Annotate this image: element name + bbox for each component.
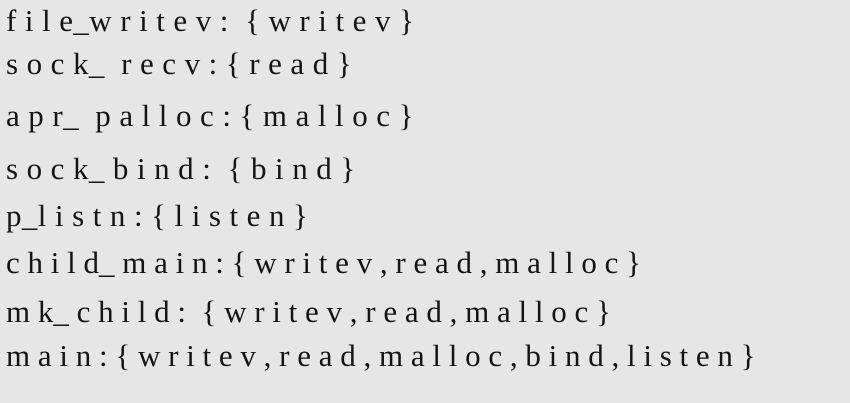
code-line-child-main: c h i l d_ m a i n : { w r i t e v , r e… (6, 245, 641, 280)
code-line-apr-palloc: a p r_ p a l l o c : { m a l l o c } (6, 98, 414, 133)
code-line-file-writev: f i l e_w r i t e v : { w r i t e v } (6, 3, 415, 38)
code-line-main: m a i n : { w r i t e v , r e a d , m a … (6, 338, 756, 373)
code-line-mk-child: m k_ c h i l d : { w r i t e v , r e a d… (6, 294, 611, 329)
code-line-sock-recv: s o c k_ r e c v : { r e a d } (6, 46, 353, 81)
code-line-p-listn: p_l i s t n : { l i s t e n } (6, 198, 309, 233)
code-line-sock-bind: s o c k_ b i n d : { b i n d } (6, 151, 356, 186)
